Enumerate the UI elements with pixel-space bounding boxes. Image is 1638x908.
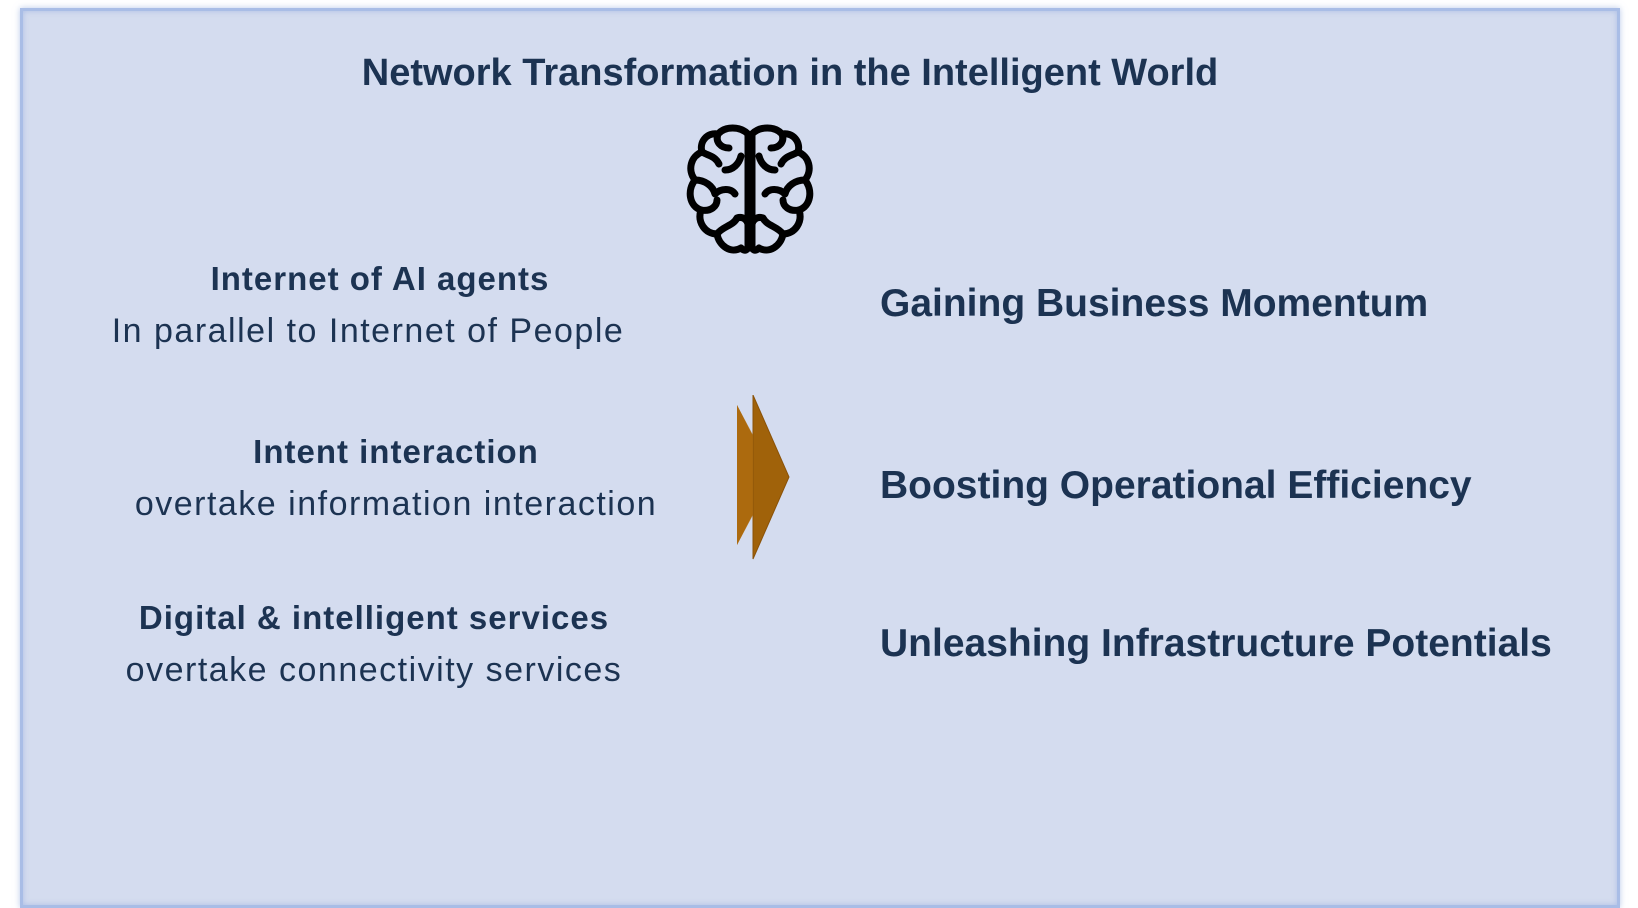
brain-icon <box>686 124 814 254</box>
left-item-heading: Internet of AI agents <box>210 260 550 297</box>
left-item-subtext: In parallel to Internet of People <box>111 312 625 350</box>
left-item-intent-interaction: Intent interaction overtake information … <box>30 435 730 525</box>
left-item-heading: Digital & intelligent services <box>138 599 610 636</box>
left-item-subtext: overtake information interaction <box>134 485 658 523</box>
diagram-title: Network Transformation in the Intelligen… <box>361 52 1219 94</box>
right-item-infrastructure-potentials: Unleashing Infrastructure Potentials <box>880 622 1552 665</box>
right-item-business-momentum: Gaining Business Momentum <box>880 282 1429 325</box>
right-item-operational-efficiency: Boosting Operational Efficiency <box>880 464 1472 507</box>
left-item-subtext: overtake connectivity services <box>125 651 623 689</box>
diagram-panel <box>20 8 1620 908</box>
left-item-digital-services: Digital & intelligent services overtake … <box>30 601 730 691</box>
double-chevron-right-icon <box>737 395 790 560</box>
left-item-heading: Intent interaction <box>253 433 539 470</box>
left-item-ai-agents: Internet of AI agents In parallel to Int… <box>30 262 730 352</box>
